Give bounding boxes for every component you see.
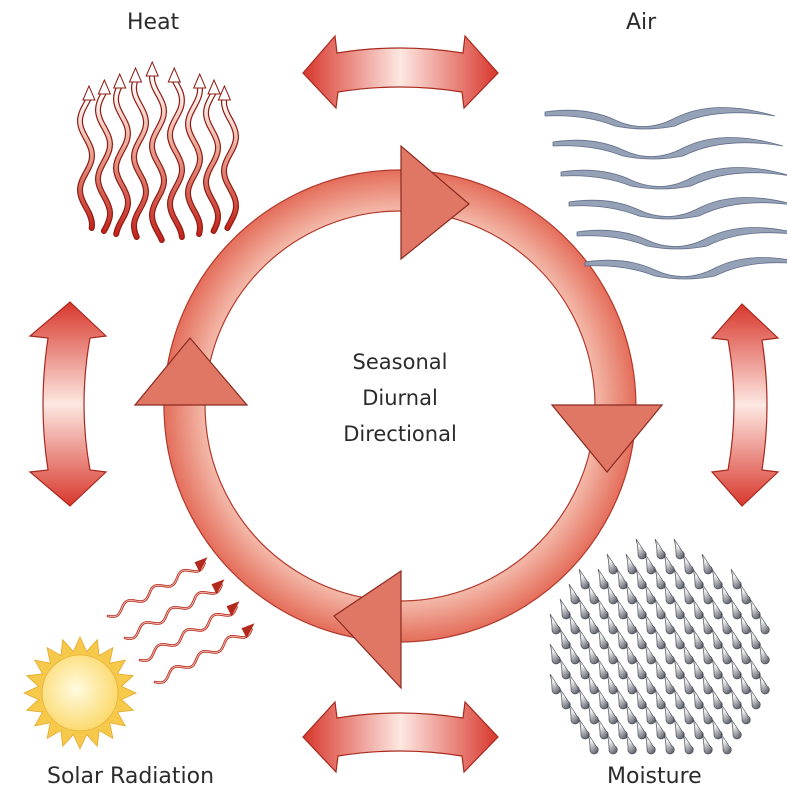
label-air: Air: [626, 10, 657, 35]
center-text-directional: Directional: [343, 422, 457, 446]
cycle-arrowhead-top: [400, 144, 470, 261]
double-arrow-right: [710, 303, 780, 507]
air-icon: [544, 107, 787, 280]
cycle-arrowhead-bottom: [333, 569, 402, 690]
sun-icon: [23, 636, 137, 750]
double-arrow-top: [302, 34, 499, 110]
moisture-drops-icon: [549, 538, 770, 755]
label-moisture: Moisture: [607, 764, 702, 789]
double-arrow-left: [28, 301, 108, 507]
label-heat: Heat: [127, 10, 180, 35]
heat-icon: [76, 60, 240, 243]
label-solar-radiation: Solar Radiation: [47, 764, 215, 789]
radiation-waves-icon: [106, 557, 255, 684]
cycle-arrowhead-left: [133, 337, 249, 406]
cycle-arrowhead-right: [550, 404, 664, 473]
double-arrow-bottom: [302, 700, 499, 774]
cycle-ring: [133, 144, 664, 690]
cycle-center-text: Seasonal Diurnal Directional: [300, 344, 500, 452]
center-text-seasonal: Seasonal: [352, 350, 448, 374]
center-text-diurnal: Diurnal: [362, 386, 438, 410]
